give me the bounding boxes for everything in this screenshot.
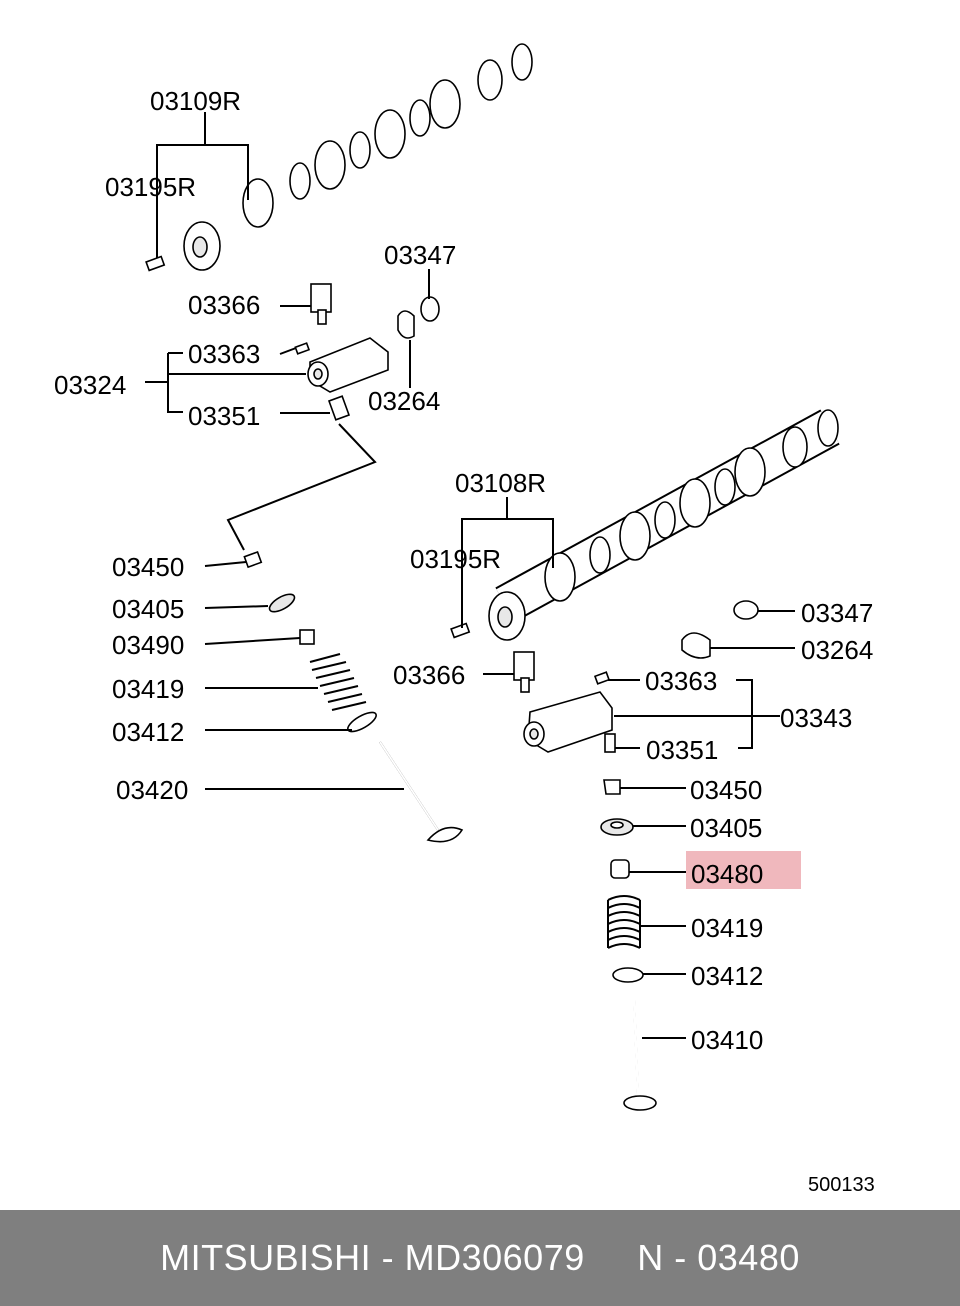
part-label-03108R[interactable]: 03108R [455,468,546,498]
part-label-03419-right[interactable]: 03419 [691,913,763,943]
part-label-03264-upper[interactable]: 03264 [368,386,440,416]
leader-lines [145,112,795,1039]
part-label-03405-left[interactable]: 03405 [112,594,184,624]
left-valve-stack-drawing [243,550,464,843]
part-label-03195R-lower[interactable]: 03195R [410,544,501,574]
part-label-03363-lower[interactable]: 03363 [645,666,717,696]
part-label-03351-upper[interactable]: 03351 [188,401,260,431]
diagram-code: 500133 [808,1174,875,1196]
part-label-03405-right[interactable]: 03405 [690,813,762,843]
part-label-03450-left[interactable]: 03450 [112,552,184,582]
footer-bar: MITSUBISHI - MD306079 N - 03480 [0,1210,960,1306]
part-label-03480[interactable]: 03480 [691,859,763,889]
part-label-03347-lower[interactable]: 03347 [801,598,873,628]
part-label-03412-left[interactable]: 03412 [112,717,184,747]
part-label-03351-lower[interactable]: 03351 [646,735,718,765]
selected-part-highlight [686,851,801,889]
part-label-03420[interactable]: 03420 [116,775,188,805]
part-label-03347-upper[interactable]: 03347 [384,240,456,270]
part-label-03490[interactable]: 03490 [112,630,184,660]
part-label-03450-right[interactable]: 03450 [690,775,762,805]
part-label-03366-upper[interactable]: 03366 [188,290,260,320]
exploded-parts-diagram: 03109R 03195R 03366 03347 03363 03324 03… [54,43,875,1196]
part-label-03419-left[interactable]: 03419 [112,674,184,704]
part-label-03412-right[interactable]: 03412 [691,961,763,991]
upper-rocker-drawing [294,283,440,421]
part-label-03410[interactable]: 03410 [691,1025,763,1055]
part-labels: 03109R 03195R 03366 03347 03363 03324 03… [54,86,875,1196]
footer-part-info: MITSUBISHI - MD306079 N - 03480 [160,1237,800,1278]
lower-rocker-drawing [513,600,759,753]
lower-camshaft-drawing [450,409,840,641]
part-label-03343[interactable]: 03343 [780,703,852,733]
upper-camshaft-drawing [145,43,533,272]
part-label-03324[interactable]: 03324 [54,370,126,400]
right-valve-stack-drawing [600,779,657,1111]
part-label-03109R[interactable]: 03109R [150,86,241,116]
part-label-03363-upper[interactable]: 03363 [188,339,260,369]
part-label-03366-lower[interactable]: 03366 [393,660,465,690]
part-label-03195R-upper[interactable]: 03195R [105,172,196,202]
part-label-03264-lower[interactable]: 03264 [801,635,873,665]
